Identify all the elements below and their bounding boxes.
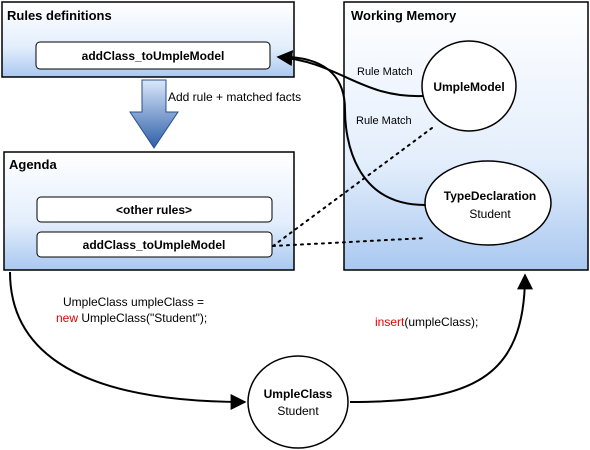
- agenda-item-addclass[interactable]: addClass_toUmpleModel: [36, 231, 273, 258]
- code-keyword: new: [56, 311, 78, 325]
- rules-definitions-panel: Rules definitions addClass_toUmpleModel: [1, 1, 295, 78]
- agenda-panel: Agenda <other rules> addClass_toUmpleMod…: [3, 151, 295, 271]
- code-new-line2: new UmpleClass("Student");: [56, 311, 207, 325]
- rule-match-label: Rule Match: [356, 115, 412, 127]
- fact-name: UmpleModel: [433, 80, 504, 94]
- agenda-item-other-rules[interactable]: <other rules>: [36, 196, 273, 223]
- code-insert: insert(umpleClass);: [375, 315, 478, 329]
- fact-umplemodel[interactable]: UmpleModel: [421, 40, 517, 132]
- insert-flow-arrow: [349, 273, 533, 403]
- rule-match-connector-typedeclaration: [289, 56, 426, 206]
- rule-match-connector-umplemodel: [276, 50, 424, 98]
- transfer-label: Add rule + matched facts: [168, 90, 301, 104]
- agenda-item-label: addClass_toUmpleModel: [83, 238, 226, 252]
- code-rest: UmpleClass("Student");: [78, 311, 207, 325]
- transfer-arrow: [129, 79, 179, 149]
- rule-definition-label: addClass_toUmpleModel: [82, 49, 225, 63]
- rule-match-label: Rule Match: [357, 66, 413, 78]
- fact-typedeclaration[interactable]: TypeDeclaration Student: [424, 160, 552, 246]
- fact-umpleclass[interactable]: UmpleClass Student: [247, 355, 349, 449]
- code-new-line1: UmpleClass umpleClass =: [63, 295, 204, 309]
- code-rest: (umpleClass);: [404, 315, 478, 329]
- rule-box-definition[interactable]: addClass_toUmpleModel: [35, 41, 271, 70]
- match-link-typedeclaration: [272, 237, 427, 247]
- fact-name: TypeDeclaration: [444, 189, 536, 203]
- working-memory-panel: Working Memory UmpleModel TypeDeclaratio…: [343, 1, 589, 271]
- fact-name: UmpleClass: [264, 387, 333, 401]
- code-keyword: insert: [375, 315, 405, 329]
- working-memory-title: Working Memory: [351, 8, 457, 23]
- fact-sub: Student: [277, 404, 319, 418]
- fact-sub: Student: [469, 207, 511, 221]
- match-link-umplemodel: [272, 127, 433, 247]
- rules-definitions-title: Rules definitions: [7, 8, 112, 23]
- agenda-item-label: <other rules>: [116, 203, 192, 217]
- agenda-title: Agenda: [9, 157, 57, 172]
- create-flow-arrow: [9, 271, 247, 410]
